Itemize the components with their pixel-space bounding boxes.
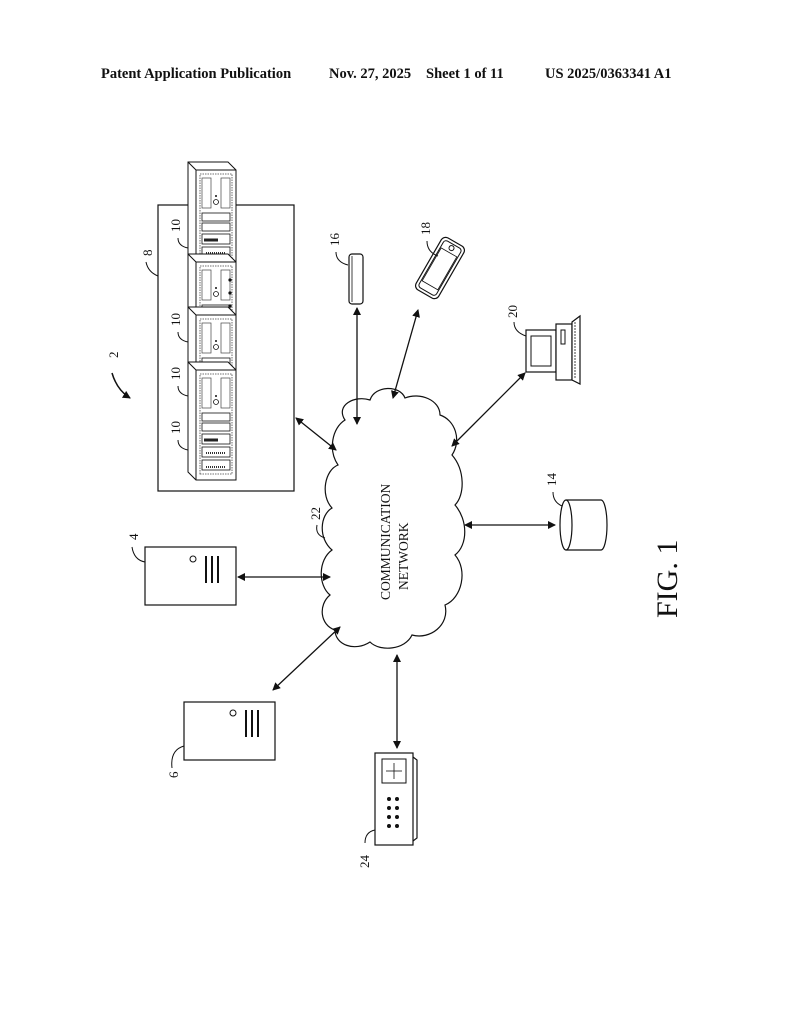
network-device: 24 bbox=[357, 752, 418, 869]
header-publication-type: Patent Application Publication bbox=[101, 66, 292, 82]
wearable-ref: 16 bbox=[327, 233, 342, 247]
figure-caption: FIG. 1 bbox=[651, 540, 684, 618]
network-ref: 22 bbox=[308, 507, 323, 520]
server-ref-1: 10 bbox=[168, 219, 183, 232]
network-device-ref: 24 bbox=[357, 855, 372, 869]
server-b: 6 bbox=[166, 701, 276, 778]
server-group-ref: 8 bbox=[140, 250, 155, 257]
arrow-desktop bbox=[451, 372, 526, 447]
arrow-server-group bbox=[295, 417, 337, 451]
ellipsis-dot bbox=[228, 278, 232, 282]
desktop-ref: 20 bbox=[505, 305, 520, 318]
server-a-ref: 4 bbox=[126, 533, 141, 540]
arrow-server-b bbox=[272, 626, 341, 691]
server-unit-4 bbox=[186, 360, 238, 482]
desktop-computer: 20 bbox=[505, 305, 581, 385]
system-ref-arrow bbox=[111, 372, 131, 399]
server-ref-3: 10 bbox=[168, 367, 183, 380]
header-publication-number: US 2025/0363341 A1 bbox=[545, 66, 672, 82]
network-label-line2: NETWORK bbox=[396, 522, 411, 590]
ellipsis-dot bbox=[228, 291, 232, 295]
server-ref-2: 10 bbox=[168, 313, 183, 326]
mobile-device bbox=[414, 236, 466, 300]
database-ref: 14 bbox=[544, 473, 559, 487]
header-sheet: Sheet 1 of 11 bbox=[426, 66, 504, 82]
system-ref-label: 2 bbox=[106, 352, 121, 359]
connection-arrows bbox=[237, 307, 556, 749]
server-ref-4: 10 bbox=[168, 421, 183, 434]
network-label-line1: COMMUNICATION bbox=[378, 483, 393, 600]
server-b-ref: 6 bbox=[166, 771, 181, 778]
database: 14 bbox=[544, 473, 608, 551]
communication-network-cloud: COMMUNICATION NETWORK 22 bbox=[308, 387, 466, 649]
arrow-mobile bbox=[391, 309, 420, 399]
server-group: 8 10 10 10 10 bbox=[140, 160, 295, 492]
server-a: 4 bbox=[126, 533, 237, 606]
mobile-ref: 18 bbox=[418, 222, 433, 235]
wearable-device: 16 bbox=[327, 233, 364, 305]
header-date: Nov. 27, 2025 bbox=[329, 66, 412, 82]
ellipsis-dot bbox=[228, 304, 232, 308]
